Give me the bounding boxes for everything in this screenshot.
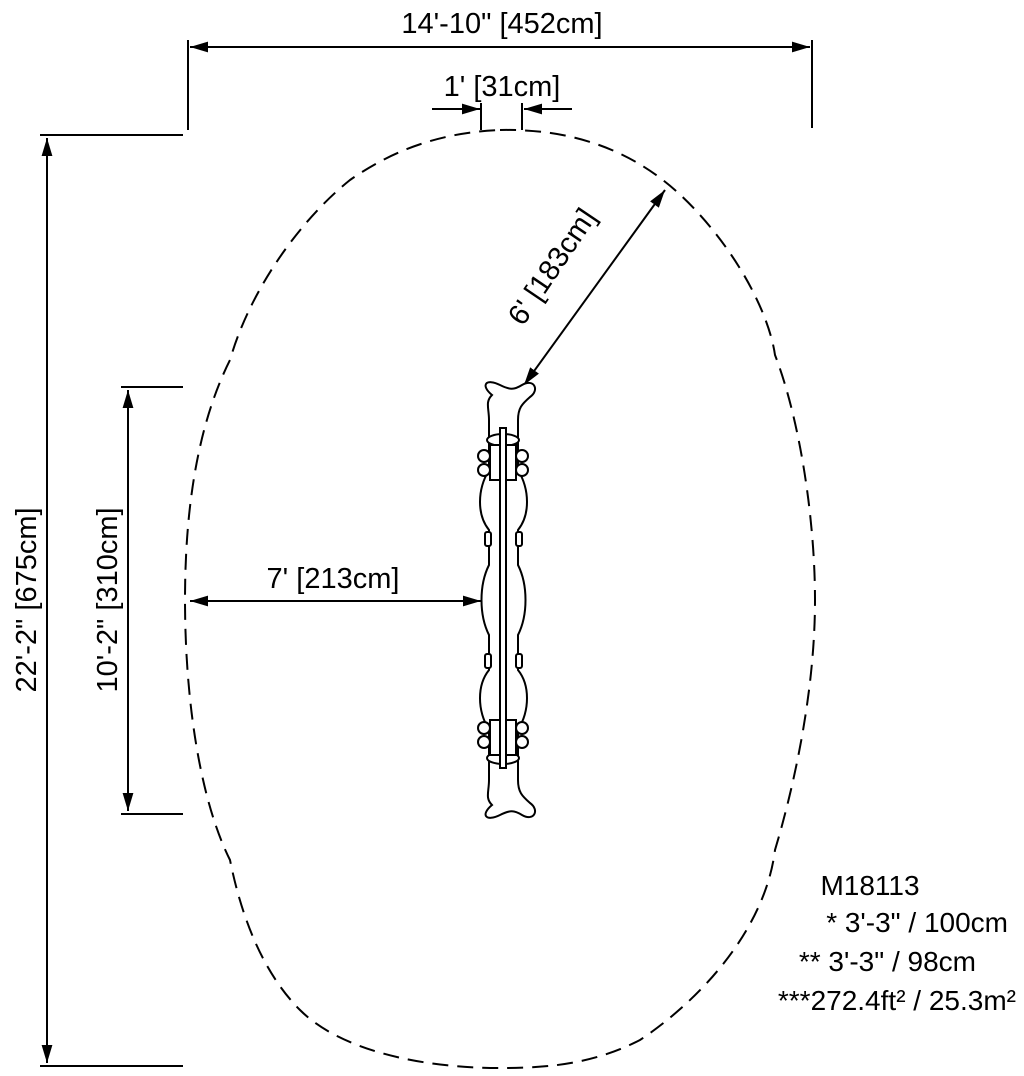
equipment-width-dimension [432,103,572,130]
overall-width-dimension [187,40,813,130]
equipment-width-label: 1' [31cm] [444,71,561,103]
note-2: ** 3'-3" / 98cm [799,946,976,977]
note-3: ***272.4ft² / 25.3m² [778,985,1016,1016]
overall-length-label: 22'-2" [675cm] [11,507,43,692]
note-1: * 3'-3" / 100cm [826,907,1008,938]
equipment-length-dimension [121,386,183,815]
overall-length-dimension [40,134,183,1067]
overall-width-label: 14'-10" [452cm] [401,8,602,40]
end-clearance-dimension [523,189,666,386]
model-number: M18113 [820,870,919,901]
use-zone-outline [183,128,817,1070]
side-clearance-label: 7' [213cm] [267,563,400,595]
end-clearance-label: 6' [183cm] [502,203,603,331]
equipment-length-label: 10'-2" [310cm] [92,507,124,692]
equipment-symbol [477,381,537,819]
